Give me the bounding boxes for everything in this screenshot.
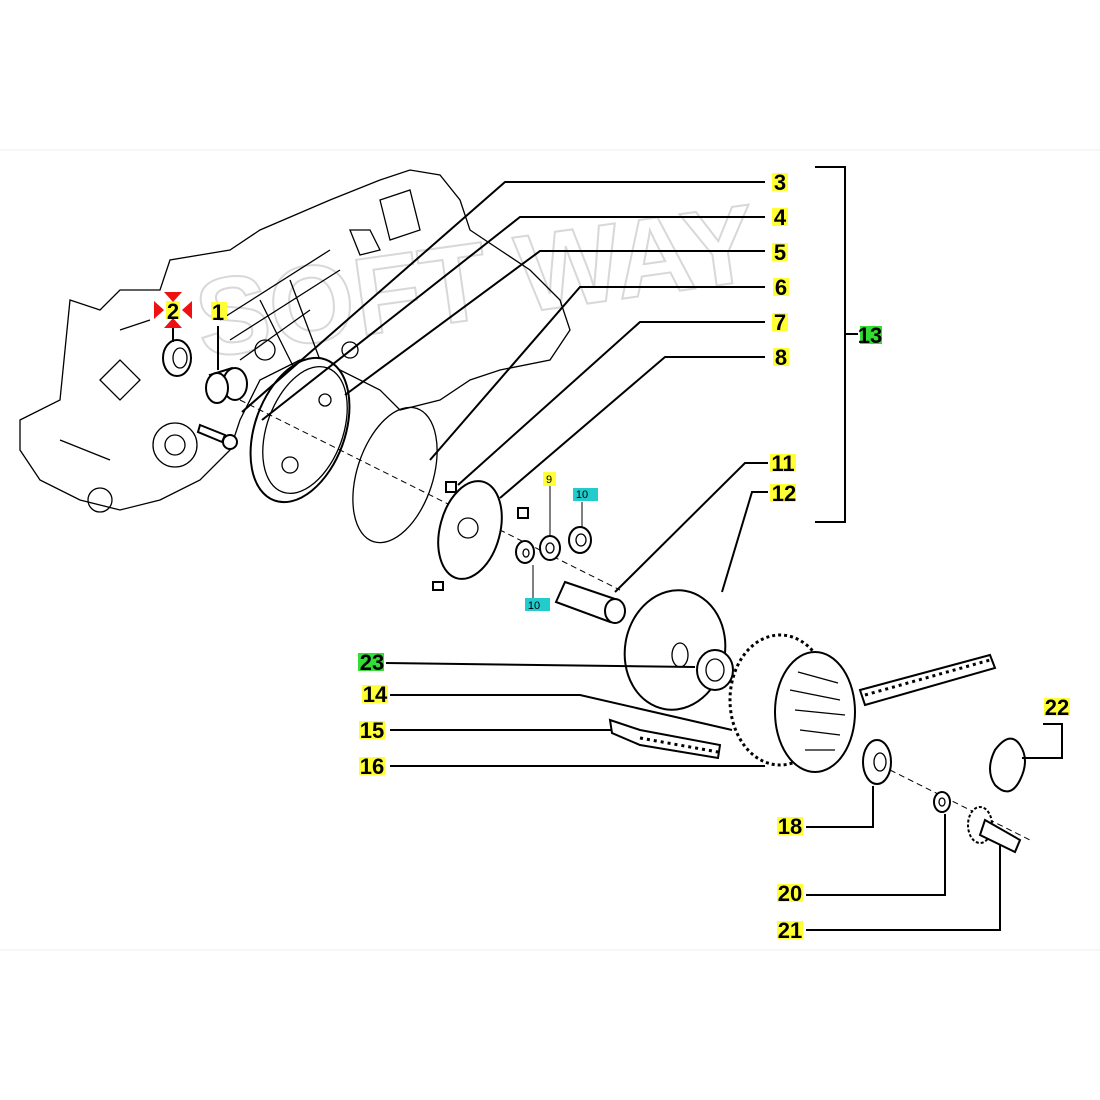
callout-4[interactable]: 4 [774,205,787,230]
callout-10-upper[interactable]: 10 [576,489,588,501]
part-7-variator-plate[interactable] [428,474,529,591]
bolt-and-nut[interactable] [196,423,238,450]
callout-5[interactable]: 5 [774,240,786,265]
engine-crankcase [19,169,571,513]
part-18-clutch-hub[interactable] [862,739,892,785]
axis-line-2 [889,769,1031,841]
part-10-spacer-left[interactable] [515,540,535,564]
part-1-bushing[interactable] [205,366,248,404]
callout-highlights [154,173,1070,939]
leader-lines [172,166,1063,931]
callout-3[interactable]: 3 [774,170,786,195]
part-21-gear[interactable] [967,806,1022,854]
callout-18[interactable]: 18 [778,814,802,839]
callout-13[interactable]: 13 [858,323,882,348]
part-23-washer[interactable] [696,649,734,691]
callout-7[interactable]: 7 [774,310,786,335]
callout-6[interactable]: 6 [775,275,787,300]
callout-12[interactable]: 12 [772,481,796,506]
callout-22[interactable]: 22 [1045,695,1069,720]
part-14-driven-pulley[interactable] [728,633,856,773]
part-11-sleeve[interactable] [554,580,626,624]
callout-labels: 1 2 3 4 5 6 7 8 9 10 10 11 12 13 23 14 1… [167,170,1069,943]
callout-23[interactable]: 23 [360,650,384,675]
drive-belt[interactable] [608,653,997,760]
callout-11[interactable]: 11 [771,451,794,476]
part-6-ring[interactable] [337,397,453,554]
callout-1[interactable]: 1 [212,300,224,325]
callout-8[interactable]: 8 [775,345,787,370]
callout-16[interactable]: 16 [360,754,384,779]
callout-15[interactable]: 15 [360,718,384,743]
callout-9[interactable]: 9 [546,474,552,486]
part-5-pulley-cover[interactable] [232,344,368,516]
callout-14[interactable]: 14 [363,682,388,707]
part-22-gasket[interactable] [989,737,1026,793]
part-20-nut[interactable] [933,791,951,813]
callout-20[interactable]: 20 [778,881,802,906]
part-10-washer-right[interactable] [568,526,592,554]
callout-10-lower[interactable]: 10 [528,600,540,612]
part-9-bushing[interactable] [539,535,561,561]
callout-21[interactable]: 21 [778,918,802,943]
callout-2[interactable]: 2 [167,299,179,324]
part-2-gear-bearing[interactable] [162,339,192,377]
